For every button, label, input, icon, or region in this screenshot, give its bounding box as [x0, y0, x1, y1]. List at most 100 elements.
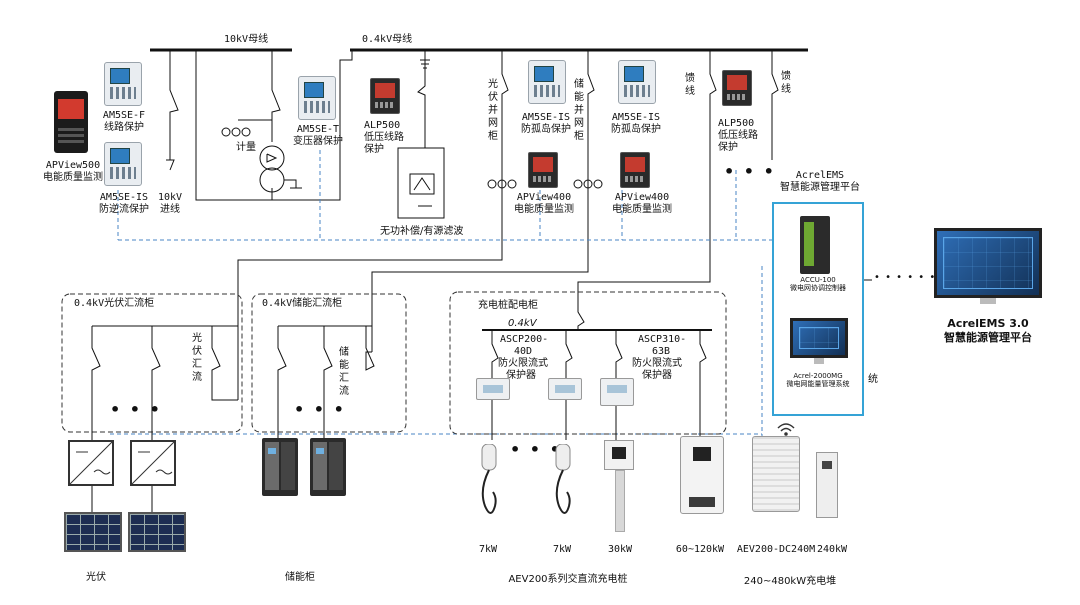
feeder-ellipsis: • • • — [724, 162, 776, 181]
aev200-dc240m-label: AEV200-DC240M — [736, 544, 816, 555]
power-7kw-1: 7kW — [478, 544, 498, 555]
ac-charger-gun-1 — [481, 444, 497, 514]
alp500-right-label-3: 保护 — [718, 142, 738, 153]
am5se-f-device — [104, 62, 142, 106]
charger-ellipsis: • • • — [510, 440, 562, 459]
ems-title-1: AcrelEMS — [795, 170, 845, 181]
accu-label-1: ACCU-100 — [800, 276, 836, 284]
pv-combiner-vertical: 光伏汇流 — [192, 333, 202, 383]
mg-monitor-stand — [814, 358, 824, 364]
pv-combiner-label: 0.4kV光伏汇流柜 — [74, 298, 155, 309]
feeder-2-label: 馈线 — [781, 71, 791, 95]
pv-ellipsis: • • • — [110, 400, 162, 419]
am5se-f-label-2: 线路保护 — [104, 122, 144, 133]
storage-ellipsis: • • • — [294, 400, 346, 419]
am5se-is-reverse-label-2: 防逆流保护 — [99, 204, 149, 215]
aev-series-label: AEV200系列交直流充电桩 — [508, 574, 628, 585]
am5se-is-island-1-label-1: AM5SE-IS — [521, 112, 571, 123]
power-7kw-2: 7kW — [552, 544, 572, 555]
pv-grid-cabinet-label: 光伏并网柜 — [488, 79, 498, 142]
am5se-is-island-1-device — [528, 60, 566, 104]
ems-side-char: 统 — [868, 374, 878, 385]
ascp310-label-4: 保护器 — [642, 370, 672, 381]
charging-bus-label: 0.4kV — [508, 318, 537, 329]
am5se-is-island-2-label-2: 防孤岛保护 — [611, 124, 661, 135]
protector-2 — [548, 378, 582, 400]
charger-240kw — [816, 452, 838, 518]
metering-label: 计量 — [236, 142, 256, 153]
alp500-left-label-1: ALP500 — [364, 120, 401, 131]
am5se-f-label-1: AM5SE-F — [102, 110, 146, 121]
ascp200-label-1: ASCP200- — [500, 334, 549, 345]
ascp200-label-4: 保护器 — [506, 370, 536, 381]
ascp310-label-3: 防火限流式 — [632, 358, 682, 369]
wifi-icon — [777, 423, 795, 436]
protector-1 — [476, 378, 510, 400]
charger-30kw — [604, 440, 634, 532]
storage-combiner-vertical: 储能汇流 — [339, 347, 349, 397]
apview400-1-label-1: APView400 — [516, 192, 572, 203]
am5se-is-reverse-label-1: AM5SE-IS — [99, 192, 149, 203]
ct-symbols — [221, 127, 603, 189]
connection-dots: • • • • • • • — [874, 272, 948, 283]
storage-grid-cabinet-label: 储能并网柜 — [574, 79, 584, 142]
pv-inverter-1 — [68, 440, 114, 486]
storage-cabinet-1 — [262, 438, 298, 496]
storage-combiner-label: 0.4kV储能汇流柜 — [262, 298, 343, 309]
mg-label-1: Acrel-2000MG — [793, 372, 843, 380]
power-30kw: 30kW — [607, 544, 633, 555]
platform-label-1: AcrelEMS 3.0 — [947, 317, 1029, 330]
am5se-t-device — [298, 76, 336, 120]
alp500-left-label-2: 低压线路 — [364, 132, 404, 143]
protector-3 — [600, 378, 634, 406]
charging-stack — [752, 436, 800, 512]
mg-monitor — [790, 318, 848, 358]
bus-04kv-label: 0.4kV母线 — [362, 34, 413, 45]
mg-label-2: 微电网能量管理系统 — [786, 380, 850, 388]
platform-monitor-stand — [980, 298, 996, 304]
platform-label-2: 智慧能源管理平台 — [944, 331, 1032, 344]
apview500-label-1: APView500 — [45, 160, 101, 171]
am5se-is-island-2-device — [618, 60, 656, 104]
ascp200-label-3: 防火限流式 — [498, 358, 548, 369]
accu-100-device — [800, 216, 830, 274]
pv-inverter-2 — [130, 440, 176, 486]
am5se-t-label-1: AM5SE-T — [296, 124, 340, 135]
charging-stack-label: 240~480kW充电堆 — [743, 576, 837, 587]
feeder-1-label: 馈线 — [685, 73, 695, 97]
apview500-device — [54, 91, 88, 153]
ascp200-label-2: 40D — [514, 346, 533, 357]
am5se-is-island-1-label-2: 防孤岛保护 — [521, 124, 571, 135]
storage-bottom-label: 储能柜 — [285, 572, 315, 583]
am5se-t-label-2: 变压器保护 — [293, 136, 343, 147]
platform-monitor — [934, 228, 1042, 298]
power-60-120kw: 60~120kW — [675, 544, 725, 555]
apview400-1-label-2: 电能质量监测 — [514, 204, 574, 215]
apview400-2-label-1: APView400 — [614, 192, 670, 203]
solar-panel-2 — [128, 512, 186, 552]
power-240kw: 240kW — [816, 544, 848, 555]
alp500-right-device — [722, 70, 752, 106]
alp500-left-label-3: 保护 — [364, 144, 384, 155]
ascp310-label-2: 63B — [652, 346, 671, 357]
apview500-label-2: 电能质量监测 — [43, 172, 103, 183]
alp500-right-label-1: ALP500 — [718, 118, 755, 129]
am5se-is-island-2-label-1: AM5SE-IS — [611, 112, 661, 123]
ascp310-label-1: ASCP310- — [638, 334, 687, 345]
bus-10kv-label: 10kV母线 — [224, 34, 269, 45]
solar-panel-1 — [64, 512, 122, 552]
var-comp-label: 无功补偿/有源滤波 — [380, 226, 464, 237]
alp500-left-device — [370, 78, 400, 114]
charger-60-120kw — [680, 436, 724, 514]
am5se-is-reverse-device — [104, 142, 142, 186]
feeder-10kv-label-1: 10kV — [157, 192, 183, 203]
accu-label-2: 微电网协调控制器 — [790, 284, 846, 292]
ems-title-2: 智慧能源管理平台 — [780, 182, 860, 193]
apview400-2-device — [620, 152, 650, 188]
storage-cabinet-2 — [310, 438, 346, 496]
ac-charger-gun-2 — [555, 444, 571, 514]
charging-cabinet-label: 充电桩配电柜 — [478, 300, 538, 311]
apview400-1-device — [528, 152, 558, 188]
